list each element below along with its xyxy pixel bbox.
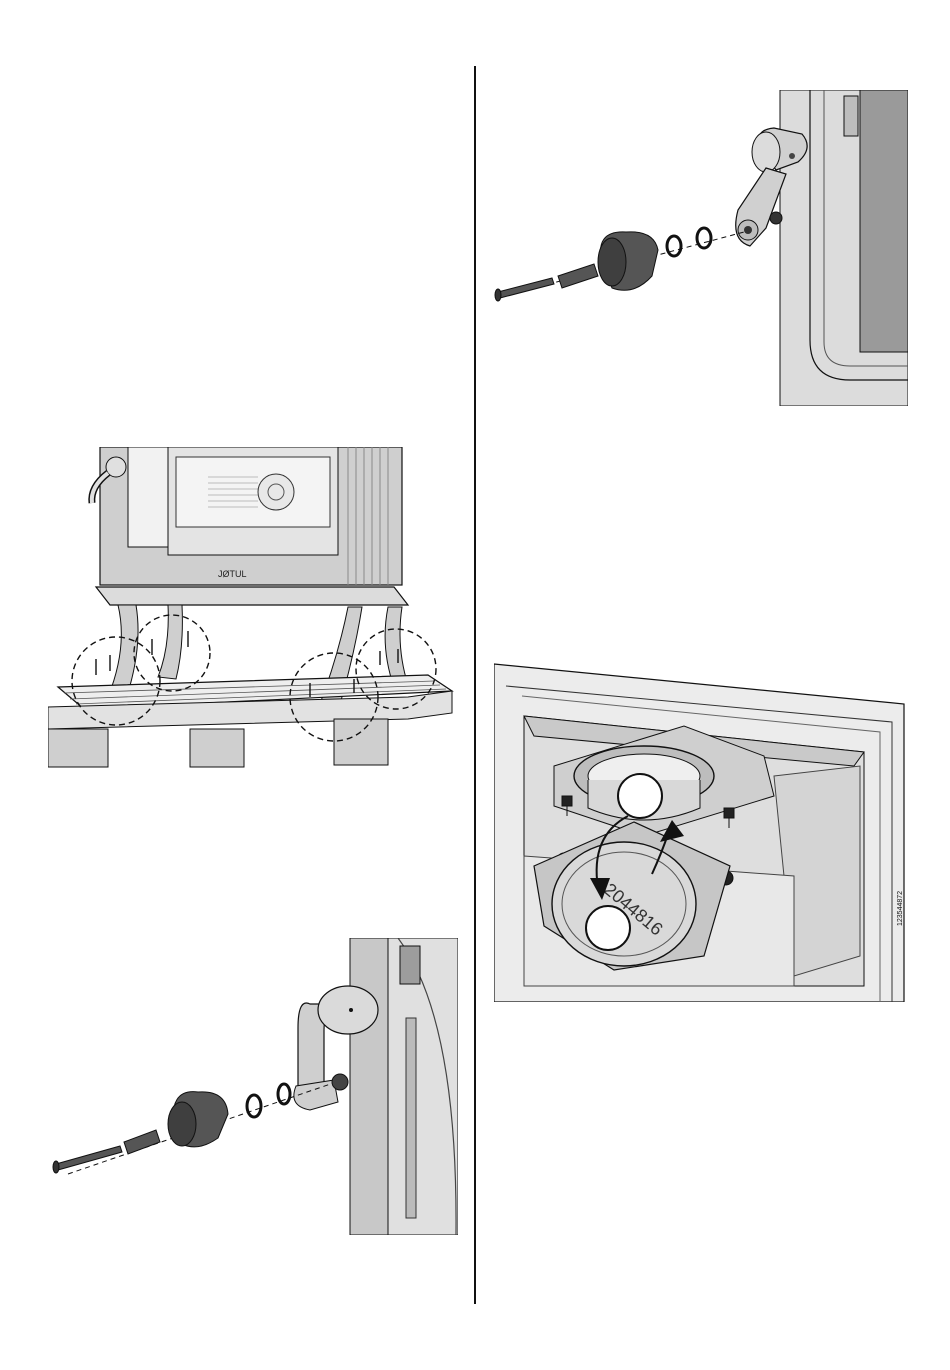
callout-2 xyxy=(586,906,630,950)
flue-collar-illustration: 12044816 123544872 xyxy=(494,656,908,1002)
handle-exploded-illustration xyxy=(48,938,458,1235)
left-handle-exploded-figure xyxy=(48,938,458,1235)
stove-logo: JØTUL xyxy=(218,569,247,579)
column-divider xyxy=(474,66,476,1304)
pallet-illustration: JØTUL xyxy=(48,447,456,792)
right-handle-exploded-figure xyxy=(494,90,908,406)
flue-collar-figure: 12044816 123544872 xyxy=(494,656,908,1002)
callout-1 xyxy=(618,774,662,818)
stove-on-pallet-figure: JØTUL xyxy=(48,447,456,792)
handle-exploded-illustration xyxy=(494,90,908,406)
side-code: 123544872 xyxy=(897,891,904,926)
